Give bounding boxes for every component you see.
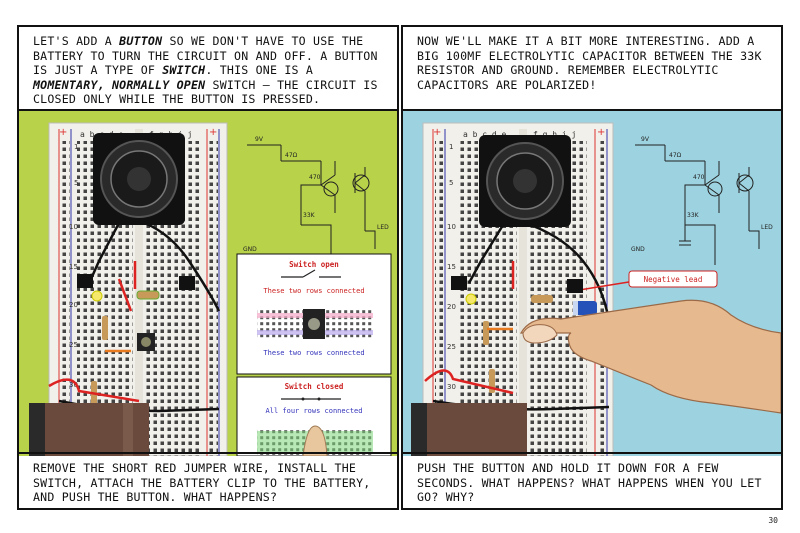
fingernail: [522, 324, 558, 344]
right-illustration: a b c d e f g h i j + + 1 5 10 15 20 25 …: [403, 111, 781, 463]
schematic-label: 47Ω: [285, 152, 298, 159]
inset-title: Switch open: [289, 260, 339, 269]
row-number: 30: [69, 381, 78, 389]
transistor: [179, 276, 195, 290]
schematic-label: LED: [377, 224, 389, 231]
row-number: 5: [449, 179, 453, 187]
right-breadboard-illustration: a b c d e f g h i j + + 1 5 10 15 20 25 …: [403, 111, 781, 463]
caption-text: Let's add a: [33, 34, 120, 48]
schematic-label: GND: [631, 246, 645, 253]
led: [91, 290, 103, 302]
row-number: 10: [447, 223, 456, 231]
column-letters-left: a b c d e: [463, 130, 507, 139]
inset-label: All four rows connected: [266, 407, 363, 415]
row-number: 1: [74, 143, 78, 151]
led: [465, 293, 477, 305]
speaker: [93, 133, 185, 225]
transistor: [77, 274, 93, 288]
battery: [29, 403, 149, 463]
right-top-caption: Now we'll make it a bit more interesting…: [403, 27, 781, 111]
pressing-finger: [519, 299, 781, 414]
schematic-label: 47Ω: [669, 152, 682, 159]
left-breadboard-illustration: a b c d e f g h i j + + 1 5 10 15 20 25 …: [19, 111, 397, 463]
left-bottom-caption: Remove the short red jumper wire, instal…: [19, 452, 397, 508]
left-comic-panel: Let's add a button so we don't have to u…: [17, 25, 399, 510]
pushbutton-cap: [141, 337, 151, 347]
callout-line: [572, 280, 636, 292]
schematic-label: 9V: [641, 136, 650, 143]
inset-label: These two rows connected: [263, 349, 364, 357]
callout-label: Negative lead: [644, 275, 703, 284]
transistor: [451, 276, 467, 290]
caption-text: so we don't have to use the battery to t…: [33, 34, 378, 78]
row-number: 20: [447, 303, 456, 311]
caption-text: switch — the circuit is closed only whil…: [33, 77, 378, 107]
red-wire: [424, 369, 514, 395]
red-wire: [117, 278, 133, 312]
negative-lead-callout: Negative lead: [628, 270, 718, 288]
caption-emphasis: switch: [162, 63, 206, 78]
column-letters-right: f g h i j: [533, 130, 576, 139]
circuit-schematic: [635, 144, 760, 265]
page-number: 30: [768, 516, 778, 525]
left-top-caption: Let's add a button so we don't have to u…: [19, 27, 397, 111]
speaker: [479, 135, 571, 227]
inset-title: Switch closed: [285, 382, 344, 391]
plus-sign: +: [209, 127, 217, 138]
schematic-label: 9V: [255, 136, 264, 143]
schematic-label: 470: [693, 174, 705, 181]
black-wire: [138, 219, 221, 312]
circuit-schematic: [247, 144, 376, 275]
row-number: 10: [69, 223, 78, 231]
black-wire: [524, 221, 611, 322]
caption-emphasis: button: [119, 34, 163, 48]
row-number: 20: [69, 301, 78, 309]
inset-label: These two rows connected: [263, 287, 364, 295]
schematic-label: 33K: [687, 212, 700, 219]
plus-sign: +: [59, 127, 67, 138]
capacitor-stripe: [573, 301, 578, 315]
caption-text: . This one is a: [205, 63, 314, 78]
red-wire: [48, 378, 140, 403]
row-number: 25: [447, 343, 456, 351]
black-wire: [89, 222, 121, 280]
plus-sign: +: [597, 127, 605, 138]
electrolytic-capacitor: [573, 301, 597, 315]
resistor: [136, 290, 160, 300]
transistor: [567, 279, 583, 293]
caption-emphasis: momentary, normally open: [33, 77, 206, 92]
schematic-label: 470: [309, 174, 321, 181]
row-number: 15: [447, 263, 456, 271]
resistor: [531, 295, 553, 303]
inset-switch-open: Switch open These two rows connected The…: [236, 253, 392, 375]
resistor: [483, 321, 489, 345]
battery: [411, 403, 527, 463]
right-bottom-caption: Push the button and hold it down for a f…: [403, 452, 781, 508]
schematic-label: 33K: [303, 212, 316, 219]
row-number: 15: [69, 263, 78, 271]
inset-switch-closed: Switch closed All four rows connected: [236, 376, 392, 457]
plus-sign: +: [433, 127, 441, 138]
black-wire: [467, 224, 505, 284]
right-comic-panel: Now we'll make it a bit more interesting…: [401, 25, 783, 510]
left-illustration: a b c d e f g h i j + + 1 5 10 15 20 25 …: [19, 111, 397, 463]
row-number: 1: [449, 143, 453, 151]
row-number: 5: [74, 179, 78, 187]
schematic-label: GND: [243, 246, 257, 253]
schematic-label: LED: [761, 224, 773, 231]
row-number: 30: [447, 383, 456, 391]
row-number: 25: [69, 341, 78, 349]
resistor: [102, 316, 108, 340]
